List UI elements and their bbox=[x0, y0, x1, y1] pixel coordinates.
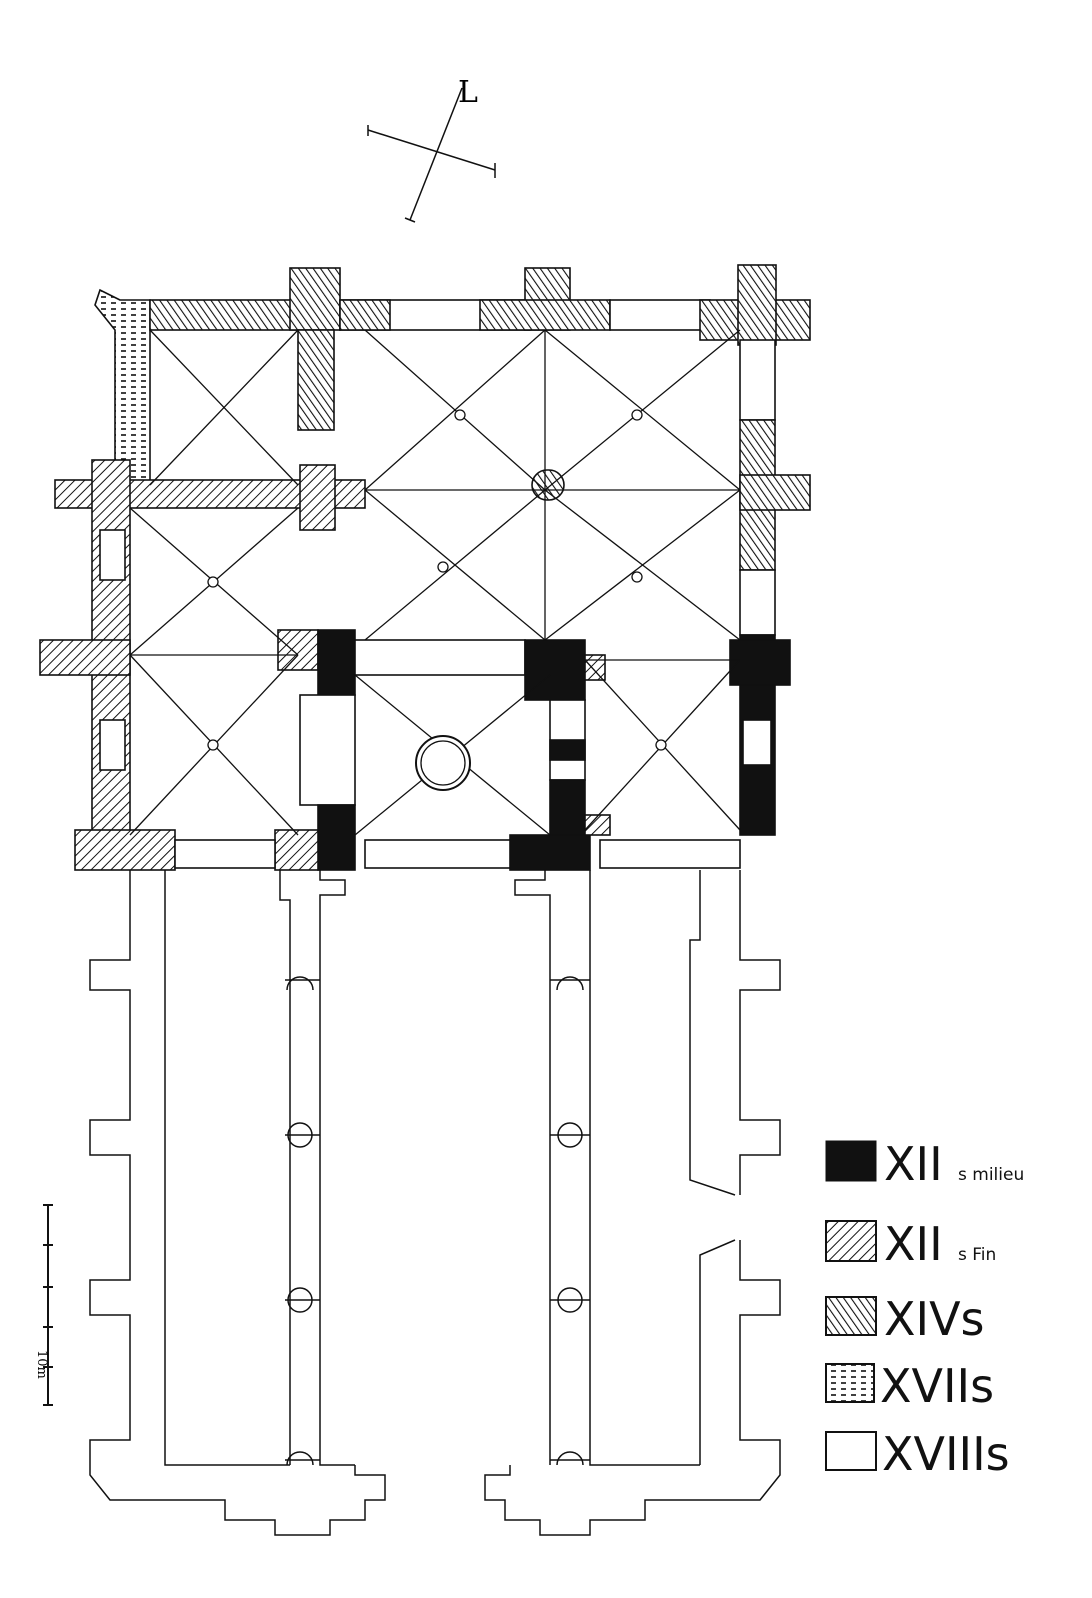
nave bbox=[89, 870, 781, 1536]
legend-suffix: s milieu bbox=[958, 1165, 1024, 1185]
vault-ribs bbox=[129, 329, 741, 836]
legend-suffix: s Fin bbox=[958, 1245, 996, 1265]
legend: XII s milieu XII s Fin XIVs XVIIs XVIIIs bbox=[825, 1137, 1024, 1481]
legend-label: XVIIs bbox=[880, 1359, 994, 1413]
legend-swatch-xii-fin bbox=[825, 1220, 877, 1262]
legend-label: XII bbox=[884, 1137, 943, 1191]
choir-transept bbox=[39, 264, 811, 871]
legend-label: XIVs bbox=[884, 1292, 985, 1346]
legend-label: XII bbox=[884, 1217, 943, 1271]
legend-swatch-xvii bbox=[825, 1363, 875, 1403]
scale-bar bbox=[43, 1204, 53, 1406]
legend-swatch-xviii bbox=[825, 1431, 877, 1471]
scale-label: 10m bbox=[34, 1350, 49, 1379]
legend-swatch-xii-milieu bbox=[825, 1140, 877, 1182]
legend-label: XVIIIs bbox=[882, 1427, 1010, 1481]
compass bbox=[367, 87, 496, 223]
legend-swatch-xiv bbox=[825, 1296, 877, 1336]
compass-label: L bbox=[458, 75, 478, 110]
